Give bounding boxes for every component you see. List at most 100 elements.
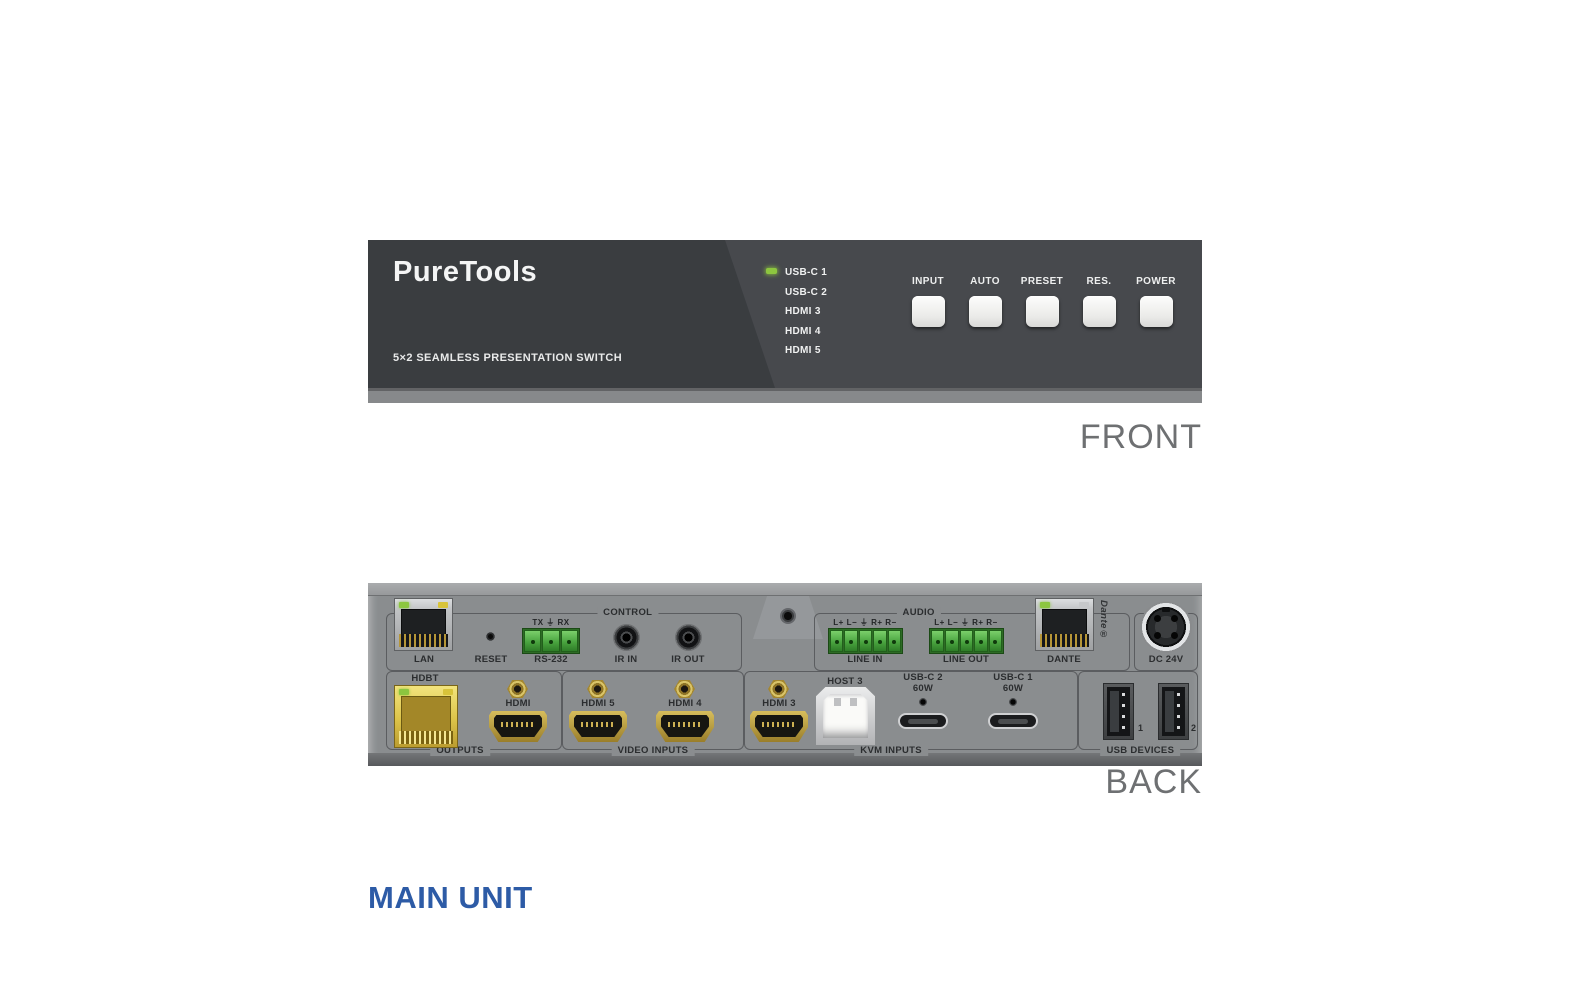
- hdmi5-screw-icon: [587, 680, 608, 698]
- lan-led-yellow-icon: [438, 602, 448, 608]
- usbc1-screw-hole: [1009, 698, 1017, 706]
- front-input-label-usbc2: USB-C 2: [785, 286, 828, 298]
- front-button-group-auto: AUTO: [955, 276, 1015, 327]
- reset-hole: [486, 632, 495, 641]
- usbc2-screw-hole: [919, 698, 927, 706]
- preset-button-label: PRESET: [1020, 276, 1064, 287]
- front-button-group-power: POWER: [1126, 276, 1186, 327]
- section-outputs: OUTPUTS: [386, 671, 562, 756]
- dc-24v-connector: [1140, 601, 1192, 653]
- rs232-port: [522, 628, 580, 654]
- hdbt-led-green-icon: [399, 689, 409, 695]
- line-out-port: [929, 628, 1004, 654]
- hdmi-output-port: [489, 711, 547, 742]
- lan-label: LAN: [413, 654, 435, 665]
- hdmi3-label: HDMI 3: [762, 698, 796, 709]
- front-input-label-hdmi5: HDMI 5: [785, 345, 821, 356]
- input-button-label: INPUT: [912, 276, 944, 287]
- usbc2-port: [898, 713, 948, 729]
- front-panel-base: [368, 388, 1202, 403]
- usbc1-port: [988, 713, 1038, 729]
- line-in-port: [828, 628, 903, 654]
- usb-device-port-2: [1158, 683, 1189, 740]
- hdbt-label: HDBT: [411, 673, 439, 684]
- rs232-label: RS-232: [534, 654, 568, 665]
- res-button: [1082, 296, 1116, 327]
- front-view-label: FRONT: [1079, 418, 1202, 456]
- usbc1-label: USB-C 1: [993, 672, 1033, 683]
- active-input-led: [766, 268, 777, 274]
- section-audio: AUDIO: [814, 607, 1130, 671]
- back-panel-bottom-edge: [368, 753, 1202, 766]
- front-input-label-hdmi4: HDMI 4: [785, 325, 821, 337]
- section-control-title: CONTROL: [597, 607, 659, 618]
- section-video-inputs-title: VIDEO INPUTS: [611, 745, 695, 756]
- hdmi3-screw-icon: [768, 680, 789, 698]
- power-button: [1139, 296, 1173, 327]
- line-in-label: LINE IN: [847, 654, 883, 665]
- dc-24v-label: DC 24V: [1148, 654, 1184, 665]
- section-kvm-inputs: KVM INPUTS: [744, 671, 1078, 756]
- ir-out-label: IR OUT: [671, 654, 705, 665]
- caption-main-unit: MAIN UNIT: [368, 880, 533, 915]
- hdmi4-label: HDMI 4: [668, 698, 702, 709]
- section-kvm-inputs-title: KVM INPUTS: [854, 745, 928, 756]
- lan-port: [394, 598, 453, 651]
- ir-in-jack: [613, 624, 640, 651]
- ir-in-label: IR IN: [614, 654, 638, 665]
- hdmi-output-label: HDMI: [505, 698, 531, 709]
- section-control: CONTROL: [386, 607, 742, 671]
- section-usb-devices-title: USB DEVICES: [1100, 745, 1181, 756]
- input-button: [911, 296, 945, 327]
- host3-usb-b-port: [816, 687, 875, 745]
- usbc1-power-label: 60W: [1002, 683, 1024, 694]
- front-button-group-preset: PRESET: [1012, 276, 1072, 327]
- front-panel: PureTools 5×2 SEAMLESS PRESENTATION SWIT…: [368, 240, 1202, 403]
- auto-button-label: AUTO: [970, 276, 1000, 287]
- ir-out-jack: [675, 624, 702, 651]
- line-out-label: LINE OUT: [943, 654, 989, 665]
- dante-port: [1035, 598, 1094, 651]
- usbc2-power-label: 60W: [912, 683, 934, 694]
- front-panel-facet: [725, 240, 1202, 388]
- front-button-group-input: INPUT: [898, 276, 958, 327]
- back-view-label: BACK: [1105, 763, 1202, 801]
- hdbt-led-yellow-icon: [443, 689, 453, 695]
- front-panel-body: PureTools 5×2 SEAMLESS PRESENTATION SWIT…: [368, 240, 1202, 388]
- front-input-label-hdmi3: HDMI 3: [785, 306, 821, 317]
- model-label: 5×2 SEAMLESS PRESENTATION SWITCH: [393, 352, 623, 364]
- usbc2-label: USB-C 2: [903, 672, 943, 683]
- front-button-group-res: RES.: [1069, 276, 1129, 327]
- hdmi5-input-port: [569, 711, 627, 742]
- hdbt-output-port: [394, 685, 458, 748]
- res-button-label: RES.: [1086, 276, 1112, 287]
- usb-device-port-1: [1103, 683, 1134, 740]
- hdmi5-label: HDMI 5: [581, 698, 615, 709]
- preset-button: [1025, 296, 1059, 327]
- back-panel: CONTROL AUDIO OUTPUTS VIDEO INPUTS KVM I…: [368, 583, 1202, 766]
- back-panel-top-edge: [368, 583, 1202, 596]
- lan-led-green-icon: [399, 602, 409, 608]
- section-usb-devices: USB DEVICES: [1078, 671, 1198, 756]
- line-in-pin-labels: L+ L− ⏚ R+ R−: [833, 618, 897, 627]
- hdmi-out-screw-icon: [507, 680, 528, 698]
- front-input-label-usbc1: USB-C 1: [785, 267, 828, 278]
- brand-logo: PureTools: [393, 256, 538, 288]
- usb-port1-label: 1: [1138, 723, 1144, 733]
- dante-led-off-icon: [1079, 602, 1089, 608]
- usb-port2-label: 2: [1191, 723, 1197, 733]
- dante-logo: Dante®: [1098, 600, 1109, 641]
- power-button-label: POWER: [1136, 276, 1176, 287]
- dante-led-green-icon: [1040, 602, 1050, 608]
- section-video-inputs: VIDEO INPUTS: [562, 671, 744, 756]
- rs232-pin-labels: TX ⏚ RX: [532, 618, 570, 627]
- section-outputs-title: OUTPUTS: [430, 745, 490, 756]
- hdmi4-screw-icon: [674, 680, 695, 698]
- section-audio-title: AUDIO: [896, 607, 941, 618]
- dante-label: DANTE: [1047, 654, 1081, 665]
- auto-button: [968, 296, 1002, 327]
- hdmi3-input-port: [750, 711, 808, 742]
- line-out-pin-labels: L+ L− ⏚ R+ R−: [934, 618, 998, 627]
- reset-label: RESET: [474, 654, 508, 665]
- host3-label: HOST 3: [827, 676, 863, 687]
